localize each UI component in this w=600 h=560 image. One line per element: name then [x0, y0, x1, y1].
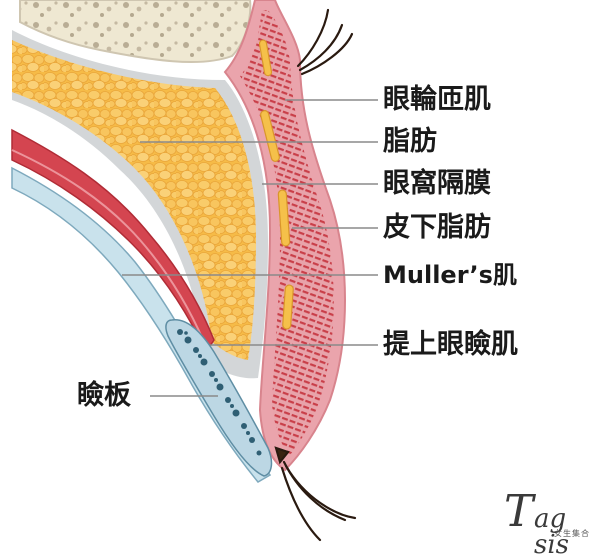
subcutaneous-fat-pills — [258, 39, 294, 330]
logo-initial: T — [504, 486, 534, 537]
tagsis-logo: T ag sis 女生集合 — [500, 486, 596, 559]
eyelashes-top — [296, 8, 354, 76]
orbital-fat — [12, 40, 256, 360]
logo-subtitle: 女生集合 — [554, 529, 590, 538]
leader-lines — [122, 99, 378, 397]
label-muller-muscle: Muller’s肌 — [383, 261, 517, 289]
label-orbicularis-oculi: 眼輪匝肌 — [383, 84, 491, 115]
label-tarsus: 瞼板 — [77, 380, 131, 411]
conjunctiva — [11, 166, 272, 483]
label-subcutaneous-fat: 皮下脂肪 — [383, 212, 491, 243]
eyelashes-bottom — [274, 446, 357, 542]
label-fat: 脂肪 — [383, 126, 437, 157]
meibomian-glands — [177, 329, 262, 456]
label-levator-muscle: 提上眼瞼肌 — [383, 329, 518, 360]
label-orbital-septum: 眼窩隔膜 — [383, 168, 491, 199]
tarsus-plate — [165, 319, 273, 477]
logo-wordmark: ag sis — [534, 504, 570, 560]
